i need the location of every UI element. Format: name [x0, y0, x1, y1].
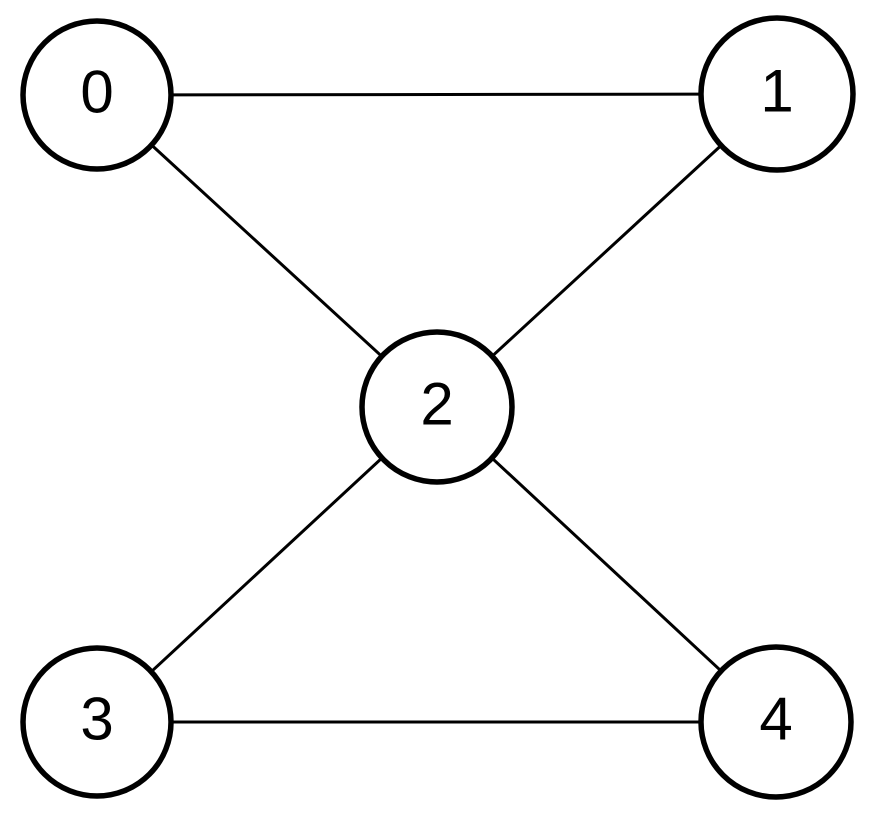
graph-node-3[interactable]: 3 — [20, 645, 174, 799]
graph-node-circle-3[interactable] — [20, 645, 174, 799]
graph-node-circle-0[interactable] — [20, 18, 174, 172]
graph-node-label-4: 4 — [759, 686, 792, 753]
graph-edge-1-2[interactable] — [491, 144, 723, 358]
graph-node-label-2: 2 — [420, 371, 453, 438]
graph-edge-2-4[interactable] — [490, 456, 723, 673]
graph-edge-0-2[interactable] — [150, 143, 383, 358]
graph-node-label-3: 3 — [80, 686, 113, 753]
edge-layer — [150, 92, 723, 724]
graph-node-2[interactable]: 2 — [359, 329, 515, 485]
graph-edge-0-1[interactable] — [170, 92, 702, 97]
graph-node-circle-1[interactable] — [698, 15, 856, 173]
node-layer: 0 1 2 3 4 — [20, 15, 856, 800]
graph-node-label-0: 0 — [80, 59, 113, 126]
graph-node-label-1: 1 — [760, 58, 793, 125]
graph-node-circle-4[interactable] — [698, 644, 854, 800]
graph-node-circle-2[interactable] — [359, 329, 515, 485]
graph-node-4[interactable]: 4 — [698, 644, 854, 800]
graph-edge-2-3[interactable] — [150, 456, 384, 673]
graph-node-1[interactable]: 1 — [698, 15, 856, 173]
graph-node-0[interactable]: 0 — [20, 18, 174, 172]
